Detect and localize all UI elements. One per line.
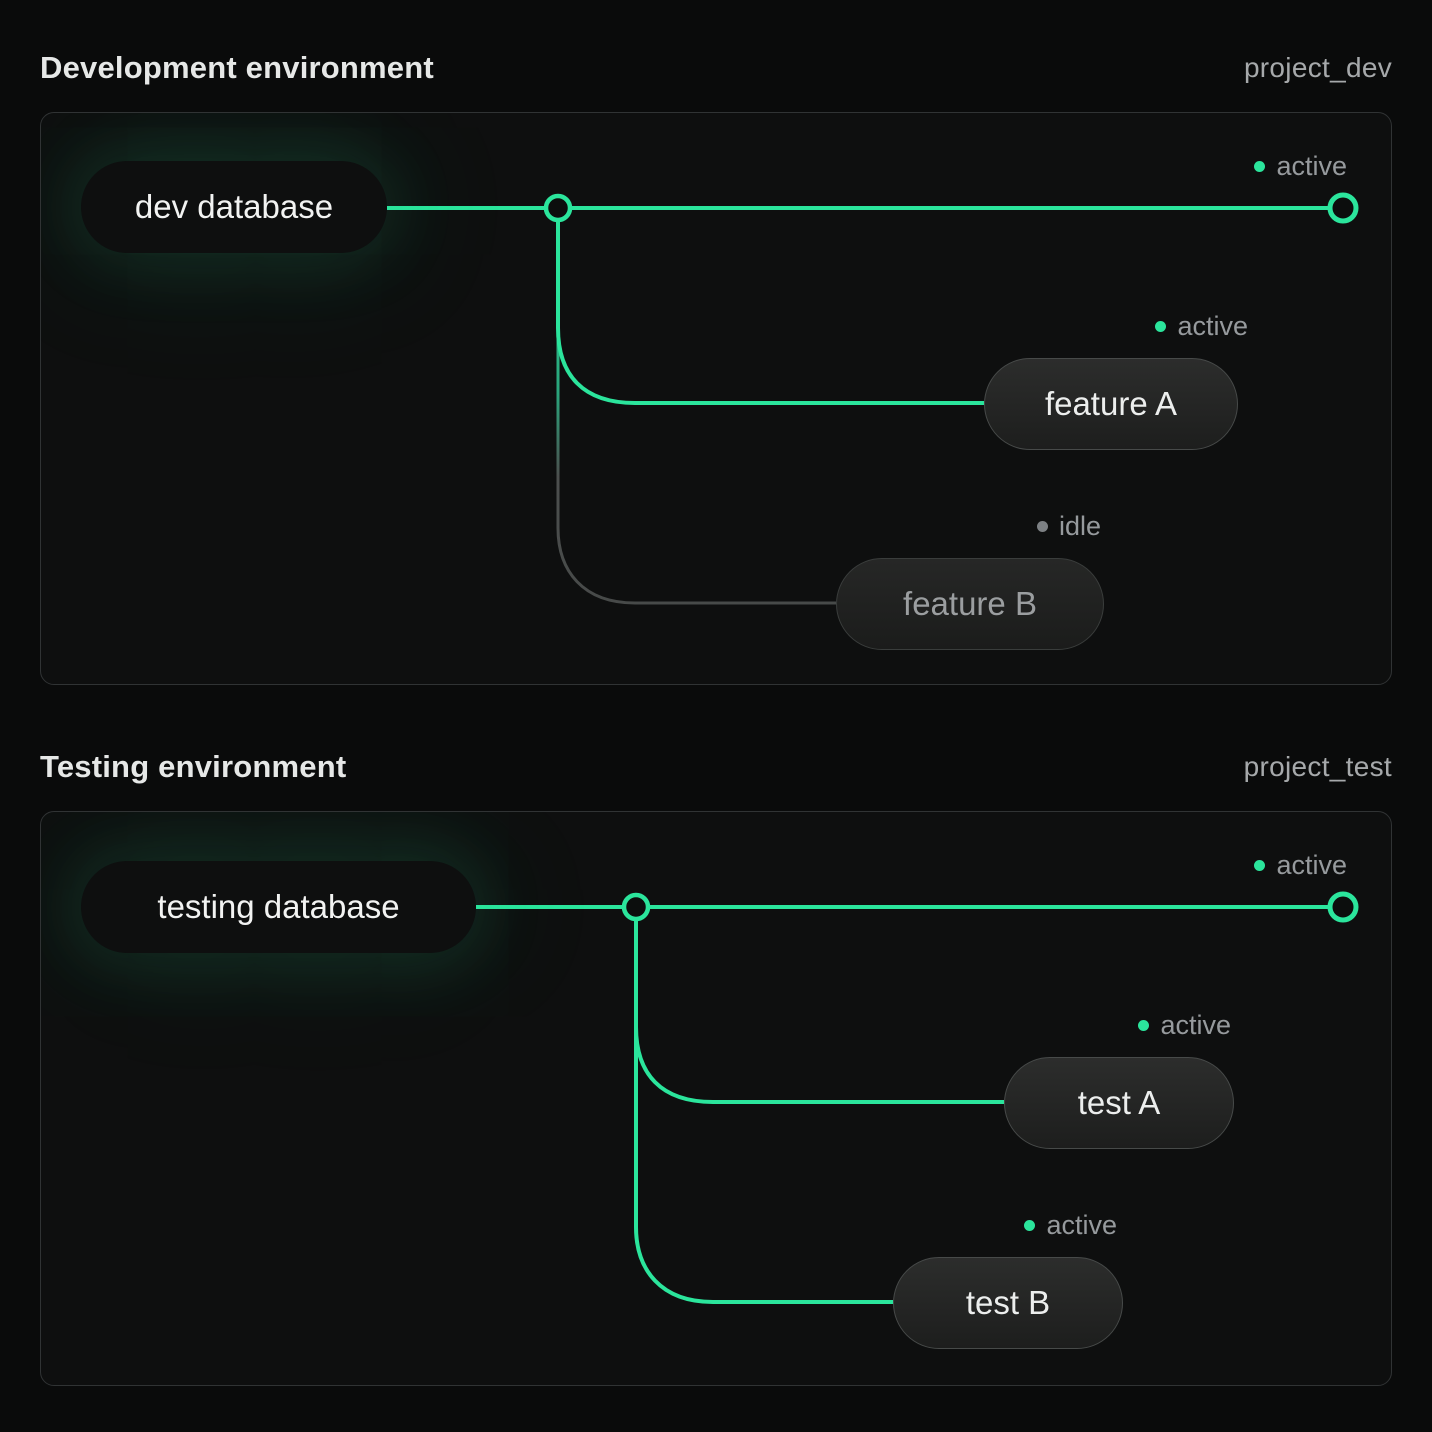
active-dot-icon	[1155, 321, 1167, 332]
testing-database-node[interactable]: testing database	[41, 812, 544, 1061]
active-dot-icon	[1138, 1020, 1150, 1031]
test-branch-graph	[476, 891, 1359, 1304]
feature-a-node[interactable]: feature A	[984, 358, 1238, 450]
branch-point-node	[543, 193, 573, 223]
branch-line-feature-b	[556, 208, 836, 605]
status-label: active	[1276, 850, 1347, 880]
status-label: active	[1177, 311, 1248, 341]
active-dot-icon	[1024, 1220, 1036, 1231]
idle-dot-icon	[1036, 521, 1048, 532]
feature-b-status-badge: idle	[1036, 511, 1101, 542]
test-panel: active active active testing database te…	[40, 811, 1392, 1386]
trunk-status-badge: active	[1254, 151, 1347, 182]
trunk-status-badge: active	[1254, 850, 1347, 881]
node-label: feature B	[903, 585, 1037, 622]
branch-line-feature-a	[556, 208, 984, 405]
test-project-label: project_test	[1243, 751, 1392, 782]
dev-database-node[interactable]: dev database	[41, 113, 455, 361]
active-dot-icon	[1254, 860, 1266, 871]
dev-panel: active active idle dev database feature …	[40, 112, 1392, 685]
test-a-node[interactable]: test A	[1004, 1057, 1234, 1149]
feature-a-status-badge: active	[1155, 311, 1248, 342]
node-label: testing database	[157, 888, 400, 925]
dev-project-label: project_dev	[1243, 52, 1392, 83]
dev-section-title: Development environment	[40, 50, 434, 85]
test-section-header: Testing environment project_test	[40, 743, 1392, 791]
active-dot-icon	[1254, 161, 1266, 172]
status-label: active	[1160, 1010, 1231, 1040]
branch-point-node	[621, 892, 651, 922]
feature-b-node[interactable]: feature B	[836, 558, 1104, 650]
status-label: idle	[1058, 511, 1101, 541]
node-label: test A	[1077, 1084, 1161, 1121]
dev-section-header: Development environment project_dev	[40, 44, 1392, 92]
branch-line-test-b	[634, 907, 893, 1304]
trunk-head-node	[1327, 192, 1359, 224]
node-label: feature A	[1044, 385, 1178, 422]
test-section-title: Testing environment	[40, 749, 347, 784]
node-label: test B	[965, 1284, 1051, 1321]
dev-branch-graph	[387, 192, 1359, 605]
page: Development environment project_dev acti…	[0, 0, 1432, 1386]
test-b-node[interactable]: test B	[893, 1257, 1123, 1349]
test-a-status-badge: active	[1138, 1010, 1231, 1041]
branch-line-test-a	[634, 907, 1004, 1104]
status-label: active	[1046, 1210, 1117, 1240]
status-label: active	[1276, 151, 1347, 181]
test-b-status-badge: active	[1024, 1210, 1117, 1241]
node-label: dev database	[134, 188, 334, 225]
trunk-head-node	[1327, 891, 1359, 923]
